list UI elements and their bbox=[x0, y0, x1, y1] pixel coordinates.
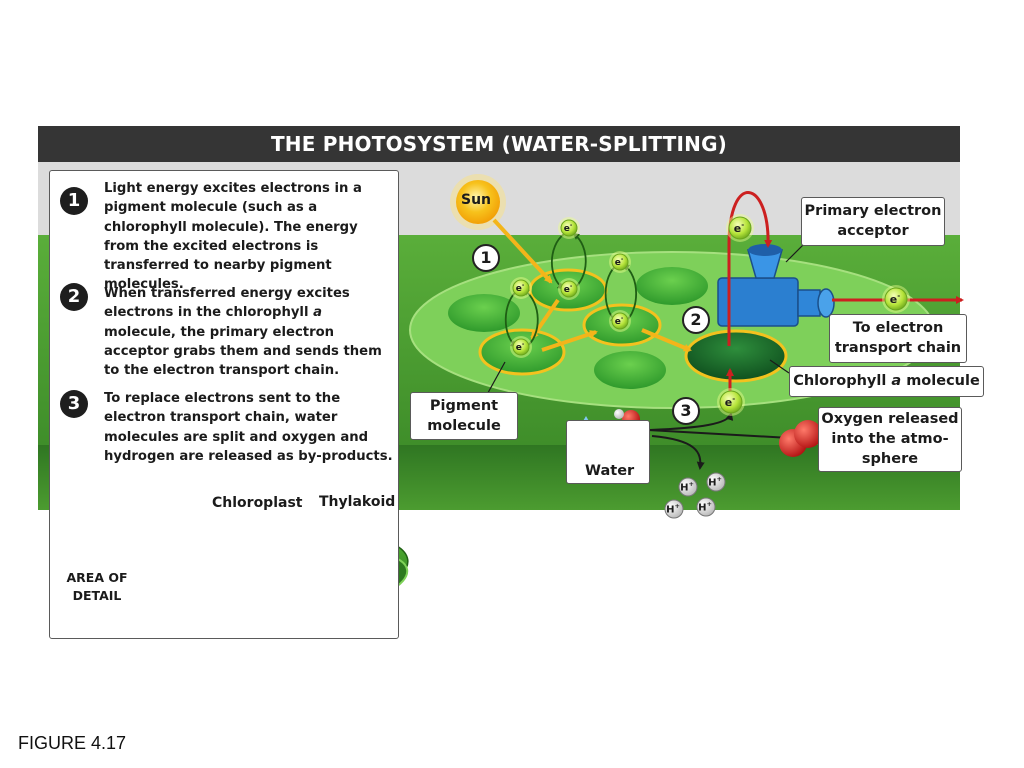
diagram-title: THE PHOTOSYSTEM (WATER-SPLITTING) bbox=[38, 126, 960, 162]
hydrogen-ions: H+H+H+H+ bbox=[664, 472, 726, 519]
pigment-molecule bbox=[448, 294, 520, 332]
svg-text:e-: e- bbox=[516, 283, 525, 294]
step-3-text: To replace electrons sent to the electro… bbox=[104, 391, 393, 464]
thylakoid-label: Thylakoid bbox=[319, 494, 396, 510]
step-3-number: 3 bbox=[60, 390, 88, 418]
figure-label: FIGURE 4.17 bbox=[18, 733, 127, 753]
energy-transfer-arrow bbox=[641, 328, 692, 352]
oxygen-released-label: Oxygen released into the atmo- sphere bbox=[818, 407, 962, 472]
electron-icon: e- bbox=[609, 251, 631, 273]
excitation-arrow bbox=[504, 289, 519, 348]
hydrogen-ion-icon: H+ bbox=[664, 499, 684, 519]
electron-icon: e- bbox=[609, 310, 631, 332]
step-2-marker: 2 bbox=[682, 306, 710, 334]
electron-release-arrow bbox=[649, 412, 734, 431]
primary-electron-acceptor bbox=[717, 244, 835, 327]
svg-text:e-: e- bbox=[564, 223, 573, 234]
electron-icon: e- bbox=[558, 217, 580, 239]
pigment-molecule bbox=[594, 351, 666, 389]
svg-text:e-: e- bbox=[615, 316, 624, 327]
chlorophyll-a-label: Chlorophyll a molecule bbox=[789, 366, 984, 397]
step-3-marker: 3 bbox=[672, 397, 700, 425]
electron-icon: e- bbox=[510, 336, 532, 358]
step-1-marker: 1 bbox=[472, 244, 500, 272]
hydrogen-ion-icon: H+ bbox=[696, 497, 716, 517]
svg-text:e-: e- bbox=[615, 257, 624, 268]
energy-transfer-arrow bbox=[541, 330, 598, 352]
step-2-text: When transferred energy excites electron… bbox=[104, 286, 382, 379]
pointer-line bbox=[769, 359, 790, 374]
pigment-molecule bbox=[636, 267, 708, 305]
hydrogen-release-arrow bbox=[651, 435, 705, 470]
svg-text:e-: e- bbox=[725, 394, 735, 409]
svg-text:e-: e- bbox=[890, 291, 900, 306]
excitation-arrow bbox=[522, 288, 539, 348]
electron-icon: e- bbox=[726, 214, 754, 242]
chlorophyll-a-molecule bbox=[684, 329, 788, 383]
electrons: e-e-e-e-e-e-e-e-e- bbox=[510, 214, 910, 416]
area-of-detail-label: AREA OF DETAIL bbox=[66, 570, 128, 603]
water-box bbox=[566, 420, 650, 484]
light-ray bbox=[492, 218, 553, 284]
step-1-number: 1 bbox=[60, 187, 88, 215]
sun-icon bbox=[450, 174, 506, 230]
hydrogen-ion-icon: H+ bbox=[678, 477, 698, 497]
step-1-text: Light energy excites electrons in a pigm… bbox=[104, 181, 362, 293]
svg-text:e-: e- bbox=[734, 220, 744, 235]
primary-electron-acceptor-label: Primary electron acceptor bbox=[801, 197, 945, 246]
step-2-number: 2 bbox=[60, 283, 88, 311]
electron-icon: e- bbox=[510, 277, 532, 299]
electron-icon: e- bbox=[882, 285, 910, 313]
steps-panel bbox=[49, 170, 399, 639]
svg-text:e-: e- bbox=[516, 342, 525, 353]
electron-icon: e- bbox=[558, 278, 580, 300]
excitation-arrow bbox=[551, 233, 565, 290]
oxygen-release-arrow bbox=[647, 429, 792, 442]
pigment-molecule-label: Pigment molecule bbox=[410, 392, 518, 440]
oxygen-molecule-icon bbox=[779, 420, 822, 457]
svg-text:e-: e- bbox=[564, 284, 573, 295]
chloroplast-label: Chloroplast bbox=[212, 495, 303, 511]
water-label: Water bbox=[585, 463, 635, 479]
electron-icon: e- bbox=[717, 388, 745, 416]
hydrogen-ion-icon: H+ bbox=[706, 472, 726, 492]
sun-label: Sun bbox=[461, 192, 492, 208]
electron-transport-chain-label: To electron transport chain bbox=[829, 314, 967, 363]
excitation-arrow bbox=[622, 263, 637, 323]
